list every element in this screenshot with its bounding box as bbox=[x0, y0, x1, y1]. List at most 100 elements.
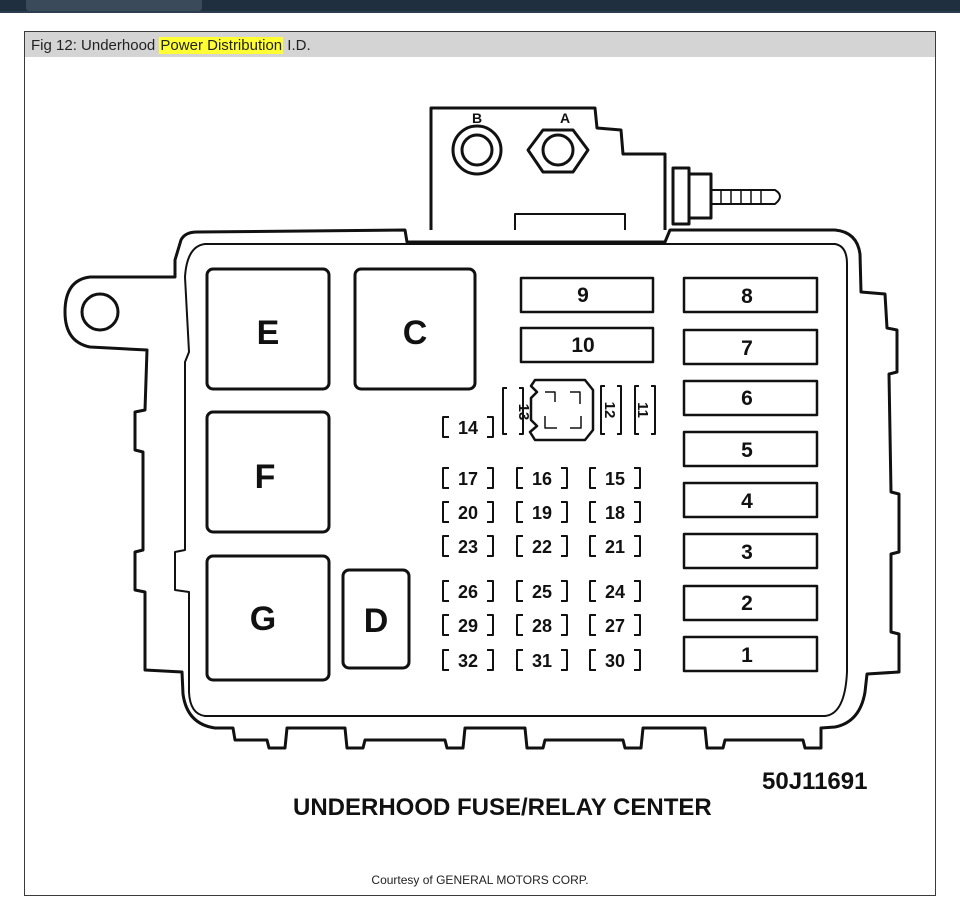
mini-fuse-30: 30 bbox=[589, 649, 641, 671]
svg-text:5: 5 bbox=[741, 439, 753, 462]
mini-fuse-label: 20 bbox=[458, 503, 478, 523]
relay-g: G bbox=[205, 554, 331, 682]
mini-fuse-25: 25 bbox=[516, 580, 568, 602]
svg-text:8: 8 bbox=[741, 285, 753, 308]
svg-text:E: E bbox=[257, 314, 280, 352]
maxi-fuse-3: 3 bbox=[682, 532, 819, 570]
mini-fuse-label: 22 bbox=[532, 537, 552, 557]
maxi-fuse-6: 6 bbox=[682, 379, 819, 417]
mini-fuse-21: 21 bbox=[589, 535, 641, 557]
caption-suffix: I.D. bbox=[283, 37, 311, 54]
maxi-fuse-7: 7 bbox=[682, 328, 819, 366]
maxi-fuse-1: 1 bbox=[682, 635, 819, 673]
mini-fuse-label: 19 bbox=[532, 503, 552, 523]
maxi-fuse-2: 2 bbox=[682, 584, 819, 622]
mini-fuse-11: 11 bbox=[634, 385, 656, 435]
mini-fuse-label: 16 bbox=[532, 469, 552, 489]
svg-text:F: F bbox=[255, 458, 276, 496]
mini-fuse-26: 26 bbox=[442, 580, 494, 602]
part-number: 50J11691 bbox=[762, 768, 867, 795]
terminal-notch bbox=[514, 213, 626, 230]
svg-text:D: D bbox=[364, 602, 389, 640]
side-bolt-nut bbox=[687, 172, 713, 220]
mini-fuse-label: 23 bbox=[458, 537, 478, 557]
mini-fuse-22: 22 bbox=[516, 535, 568, 557]
svg-text:G: G bbox=[250, 600, 276, 638]
mini-fuse-20: 20 bbox=[442, 501, 494, 523]
caption-prefix: Fig 12: Underhood bbox=[31, 37, 160, 54]
mini-fuse-27: 27 bbox=[589, 614, 641, 636]
mini-fuse-15: 15 bbox=[589, 467, 641, 489]
mini-fuse-24: 24 bbox=[589, 580, 641, 602]
figure-caption: Fig 12: Underhood Power Distribution I.D… bbox=[25, 32, 935, 57]
svg-text:6: 6 bbox=[741, 387, 753, 410]
side-bolt-grooves bbox=[720, 190, 762, 204]
mini-fuse-19: 19 bbox=[516, 501, 568, 523]
svg-text:2: 2 bbox=[741, 592, 753, 615]
mini-fuse-label: 21 bbox=[605, 537, 625, 557]
maxi-fuse-5: 5 bbox=[682, 430, 819, 468]
mini-fuse-18: 18 bbox=[589, 501, 641, 523]
diagram-title: UNDERHOOD FUSE/RELAY CENTER bbox=[293, 794, 712, 821]
mini-fuse-label: 17 bbox=[458, 469, 478, 489]
side-bolt-thread bbox=[711, 189, 781, 205]
mini-fuse-13: 13 bbox=[502, 387, 532, 435]
svg-text:13: 13 bbox=[515, 404, 532, 421]
center-socket-pattern bbox=[544, 391, 582, 429]
housing-inner bbox=[174, 243, 848, 717]
mini-fuse-23: 23 bbox=[442, 535, 494, 557]
terminal-block bbox=[429, 106, 667, 230]
mini-fuse-label: 31 bbox=[532, 651, 552, 671]
courtesy-note: Courtesy of GENERAL MOTORS CORP. bbox=[371, 873, 589, 887]
svg-text:7: 7 bbox=[741, 337, 753, 360]
center-socket bbox=[528, 378, 595, 442]
relay-c: C bbox=[353, 267, 477, 391]
relay-f: F bbox=[205, 410, 331, 534]
mini-fuse-label: 14 bbox=[458, 418, 478, 438]
maxi-fuse-8: 8 bbox=[682, 276, 819, 314]
mini-fuse-label: 15 bbox=[605, 469, 625, 489]
mini-fuse-label: 26 bbox=[458, 582, 478, 602]
mini-fuse-label: 27 bbox=[605, 616, 625, 636]
svg-text:12: 12 bbox=[601, 402, 618, 419]
relay-e: E bbox=[205, 267, 331, 391]
mini-fuse-label: 28 bbox=[532, 616, 552, 636]
maxi-fuse-10: 10 bbox=[519, 326, 655, 364]
mini-fuse-32: 32 bbox=[442, 649, 494, 671]
terminal-b-post bbox=[451, 124, 503, 176]
relay-d: D bbox=[341, 568, 411, 670]
mini-fuse-grid: 14 17 16 15 20 19 18 23 22 21 26 25 24 29 28 27 32 31 30 bbox=[442, 416, 641, 671]
mini-fuse-label: 25 bbox=[532, 582, 552, 602]
svg-text:1: 1 bbox=[741, 644, 753, 667]
maxi-fuse-9: 9 bbox=[519, 276, 655, 314]
mount-hole bbox=[80, 292, 120, 332]
terminal-a-post bbox=[541, 133, 575, 167]
svg-text:4: 4 bbox=[741, 490, 753, 513]
fuse-relay-diagram: B A E C F G D 9 bbox=[63, 106, 901, 821]
mini-fuse-label: 32 bbox=[458, 651, 478, 671]
mini-fuse-16: 16 bbox=[516, 467, 568, 489]
mini-fuse-14: 14 bbox=[442, 416, 494, 438]
mini-fuse-31: 31 bbox=[516, 649, 568, 671]
mini-fuse-17: 17 bbox=[442, 467, 494, 489]
side-bolt-plate bbox=[671, 166, 691, 226]
mini-fuse-label: 30 bbox=[605, 651, 625, 671]
svg-text:11: 11 bbox=[634, 402, 651, 418]
svg-text:C: C bbox=[403, 314, 428, 352]
mini-fuse-label: 24 bbox=[605, 582, 625, 602]
nav-strip bbox=[0, 11, 960, 13]
svg-text:3: 3 bbox=[741, 541, 753, 564]
mini-fuse-12: 12 bbox=[600, 385, 622, 435]
figure-frame: Fig 12: Underhood Power Distribution I.D… bbox=[24, 31, 936, 896]
terminal-b-label: B bbox=[472, 110, 482, 126]
terminal-a-nut bbox=[526, 128, 590, 174]
terminal-b-post-inner bbox=[460, 133, 494, 167]
nav-tab[interactable] bbox=[26, 0, 202, 11]
top-nav-bar bbox=[0, 0, 960, 13]
terminal-a-label: A bbox=[560, 110, 570, 126]
svg-text:9: 9 bbox=[577, 284, 589, 307]
mini-fuse-label: 18 bbox=[605, 503, 625, 523]
mini-fuse-label: 29 bbox=[458, 616, 478, 636]
mini-fuse-28: 28 bbox=[516, 614, 568, 636]
maxi-fuse-4: 4 bbox=[682, 481, 819, 519]
